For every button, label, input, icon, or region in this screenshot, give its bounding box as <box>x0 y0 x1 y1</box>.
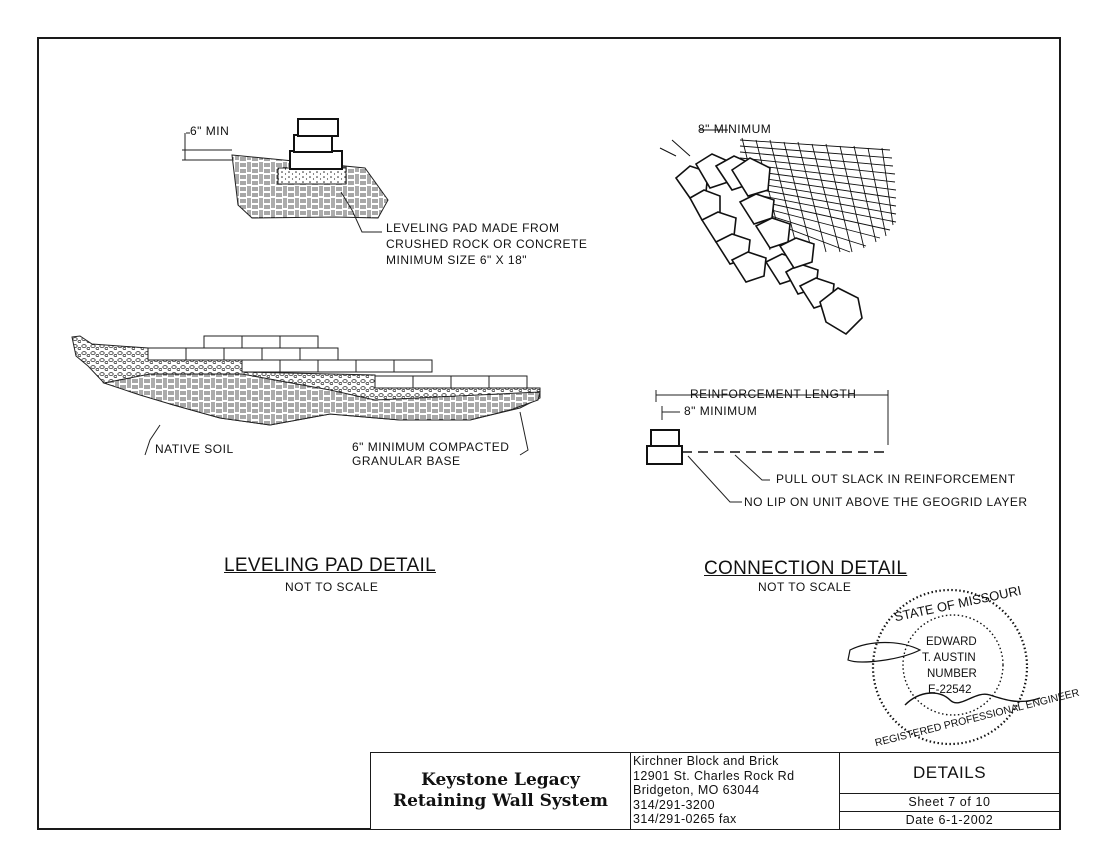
engineer-seal-rings <box>847 588 1041 746</box>
company-city: Bridgeton, MO 63044 <box>633 783 760 797</box>
slack-note: PULL OUT SLACK IN REINFORCEMENT <box>776 472 1016 486</box>
pad-note-line-1: LEVELING PAD MADE FROM <box>386 221 560 235</box>
company-phone: 314/291-3200 <box>633 797 715 812</box>
min-6-label: 6" MIN <box>190 124 230 138</box>
sheet-number: Sheet 7 of 10 <box>840 793 1059 812</box>
lip-note: NO LIP ON UNIT ABOVE THE GEOGRID LAYER <box>744 495 1028 509</box>
project-name: Keystone Legacy Retaining Wall System <box>371 753 631 829</box>
seal-number: E-22542 <box>928 684 972 696</box>
pad-note-line-3: MINIMUM SIZE 6" X 18" <box>386 253 528 267</box>
company-name: Kirchner Block and Brick <box>633 754 779 768</box>
company-info: Kirchner Block and Brick 12901 St. Charl… <box>631 753 840 829</box>
connection-section <box>646 390 889 503</box>
leveling-pad-subtitle: NOT TO SCALE <box>285 580 379 594</box>
sheet-info: DETAILS Sheet 7 of 10 Date 6-1-2002 <box>840 753 1059 829</box>
native-soil-label: NATIVE SOIL <box>155 442 234 456</box>
project-line-1: Keystone Legacy <box>421 770 580 790</box>
connection-isometric <box>659 129 897 336</box>
seal-name-2: T. AUSTIN <box>922 652 976 664</box>
sheet-date: Date 6-1-2002 <box>905 813 994 827</box>
seal-name-1: EDWARD <box>926 636 977 648</box>
sheet-title: DETAILS <box>840 753 1059 794</box>
project-line-2: Retaining Wall System <box>392 791 609 811</box>
seal-number-label: NUMBER <box>927 668 977 680</box>
reinforcement-length-label: REINFORCEMENT LENGTH <box>690 387 857 401</box>
base-note-line-1: 6" MINIMUM COMPACTED <box>352 440 510 454</box>
connection-min-8-label: 8" MINIMUM <box>698 122 772 136</box>
pad-note-line-2: CRUSHED ROCK OR CONCRETE <box>386 237 588 251</box>
connection-subtitle: NOT TO SCALE <box>758 580 852 594</box>
connection-title: CONNECTION DETAIL <box>704 558 908 579</box>
section-min-8-label: 8" MINIMUM <box>684 404 758 418</box>
leveling-pad-title: LEVELING PAD DETAIL <box>224 555 436 576</box>
company-street: 12901 St. Charles Rock Rd <box>633 768 795 783</box>
base-note-line-2: GRANULAR BASE <box>352 454 461 468</box>
leveling-pad-long-section <box>71 335 541 456</box>
company-fax: 314/291-0265 fax <box>633 812 737 826</box>
leveling-pad-small-section <box>182 118 389 233</box>
title-block: Keystone Legacy Retaining Wall System Ki… <box>370 752 1060 830</box>
